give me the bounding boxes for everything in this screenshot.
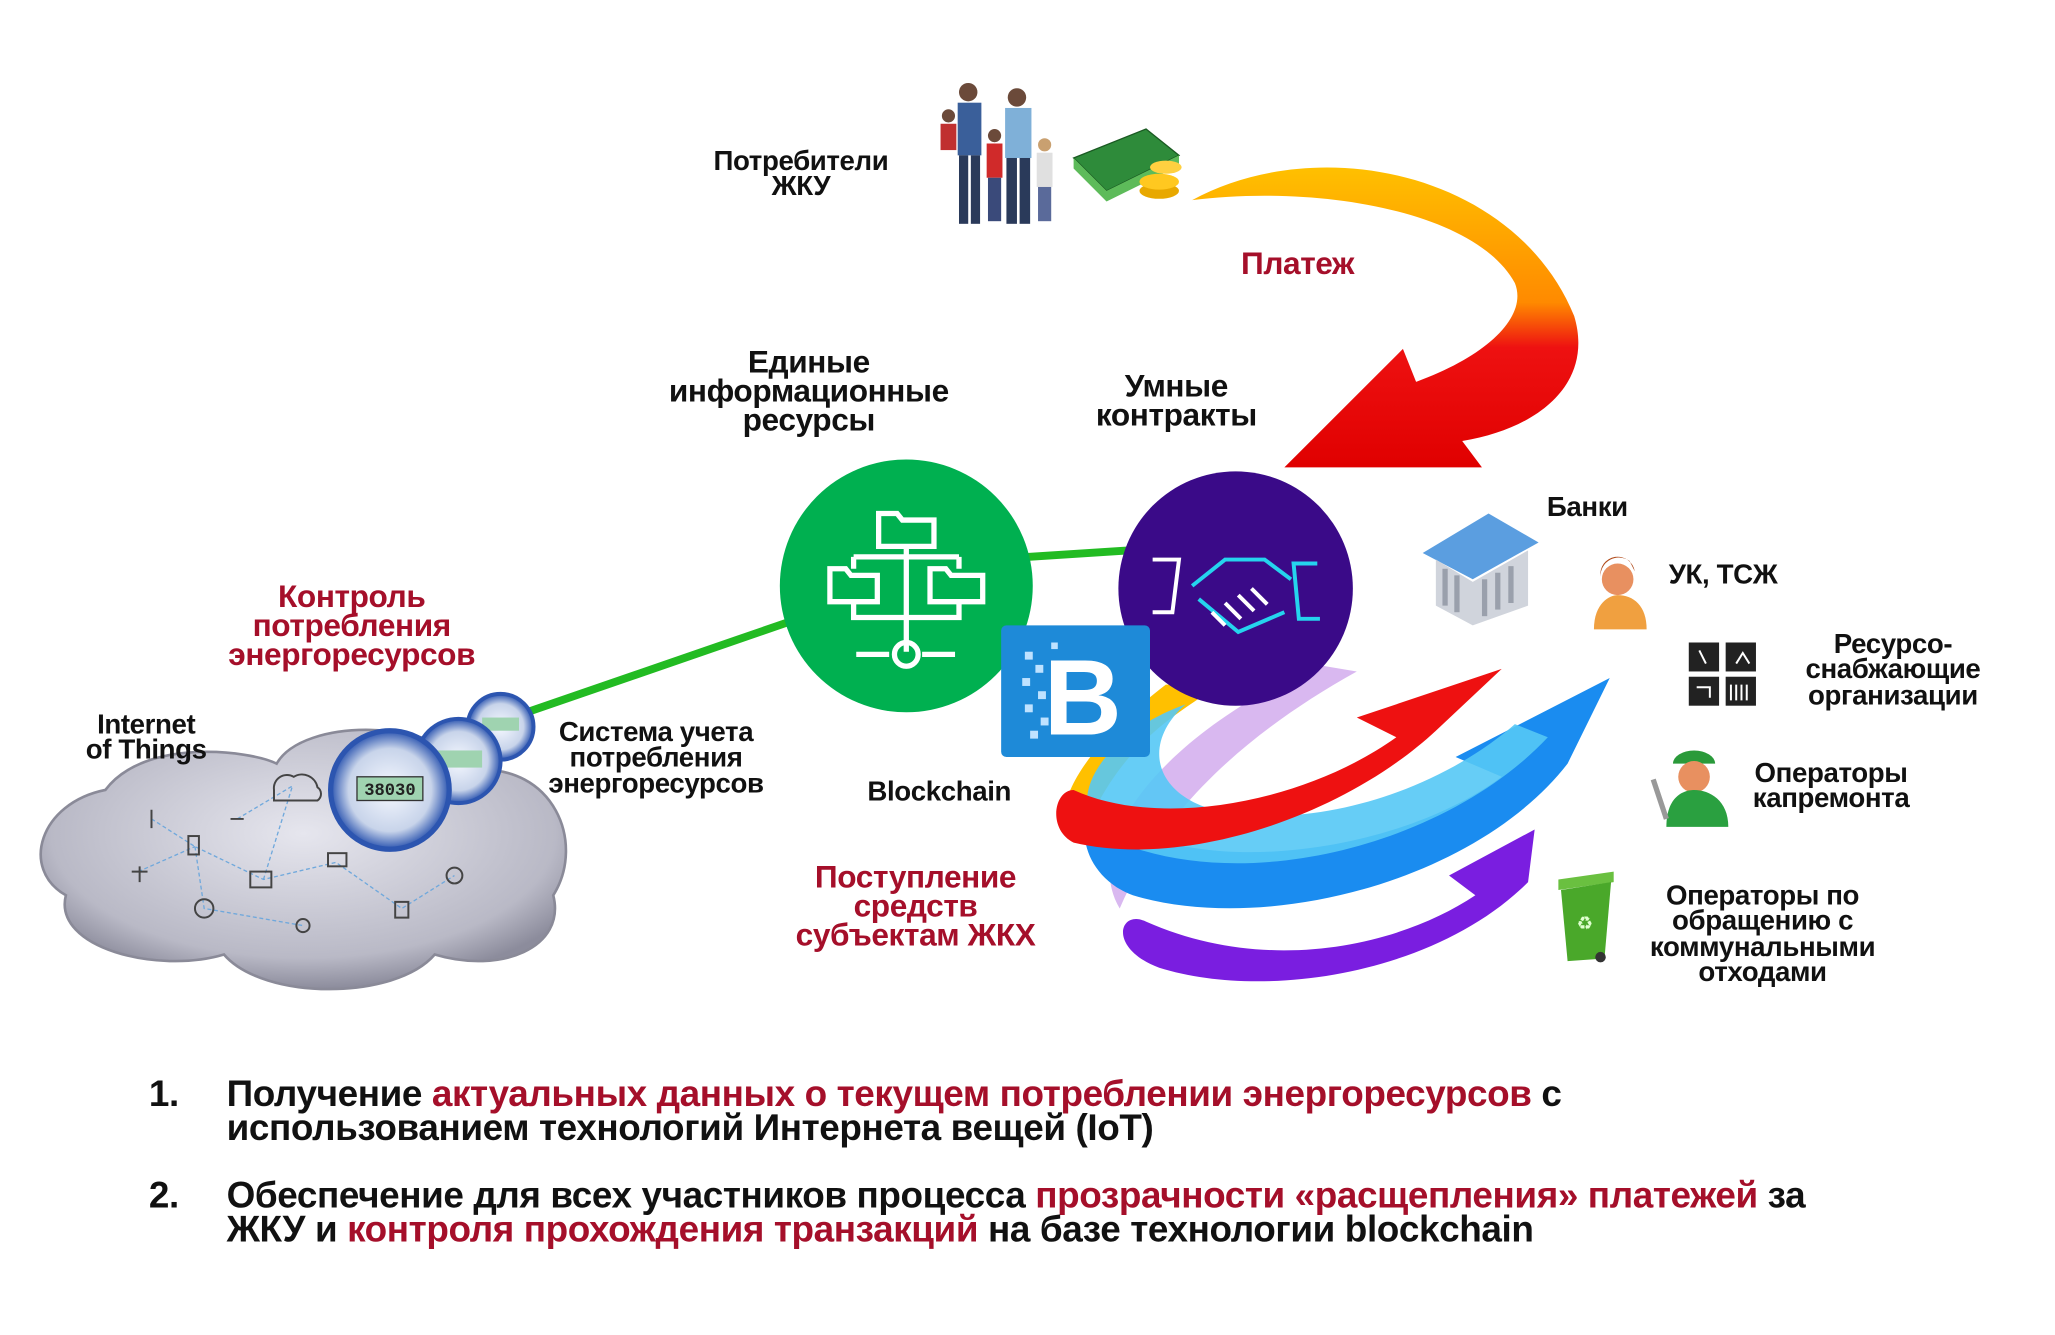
svg-text:B: B — [1044, 637, 1122, 758]
list-number: 2. — [148, 1174, 179, 1216]
money-icon — [1072, 128, 1182, 202]
payment-arrow — [1192, 167, 1579, 468]
payment-label: Платеж — [1240, 246, 1355, 282]
text: с — [1531, 1073, 1562, 1114]
highlight-text: контроля прохождения транзакций — [347, 1208, 979, 1250]
text: на базе технологии blockchain — [978, 1208, 1534, 1250]
text: за — [1757, 1174, 1806, 1216]
text: ЖКУ и — [226, 1208, 348, 1250]
bank-icon — [1422, 513, 1539, 626]
management-company-person-icon — [1593, 556, 1647, 630]
text: использованием технологий Интернета веще… — [226, 1107, 1154, 1149]
unified-resources-icon — [779, 459, 1033, 713]
highlight-text: актуальных данных о текущем потреблении … — [431, 1073, 1532, 1114]
waste-bin-icon: ♻ — [1558, 871, 1614, 963]
consumers-family-icon — [940, 82, 1053, 224]
blockchain-icon: B — [1001, 625, 1151, 758]
banks-label: Банки — [1546, 492, 1628, 523]
connector-line — [525, 617, 792, 717]
smart-meters: 38030 — [328, 691, 536, 852]
svg-text:♻: ♻ — [1576, 914, 1593, 935]
uk-tszh-label: УК, ТСЖ — [1668, 559, 1778, 590]
smart-contracts-handshake-icon — [1118, 471, 1353, 706]
highlight-text: прозрачности «расщепления» платежей — [1035, 1174, 1758, 1216]
connector-line — [1027, 546, 1131, 561]
text: Получение — [226, 1073, 432, 1114]
resource-suppliers-icon — [1688, 642, 1756, 706]
blockchain-label: Blockchain — [867, 776, 1012, 808]
text: Обеспечение для всех участников процесса — [226, 1174, 1036, 1216]
repair-worker-icon — [1650, 750, 1729, 827]
list-number: 1. — [148, 1073, 179, 1114]
meter-reading: 38030 — [364, 782, 415, 801]
